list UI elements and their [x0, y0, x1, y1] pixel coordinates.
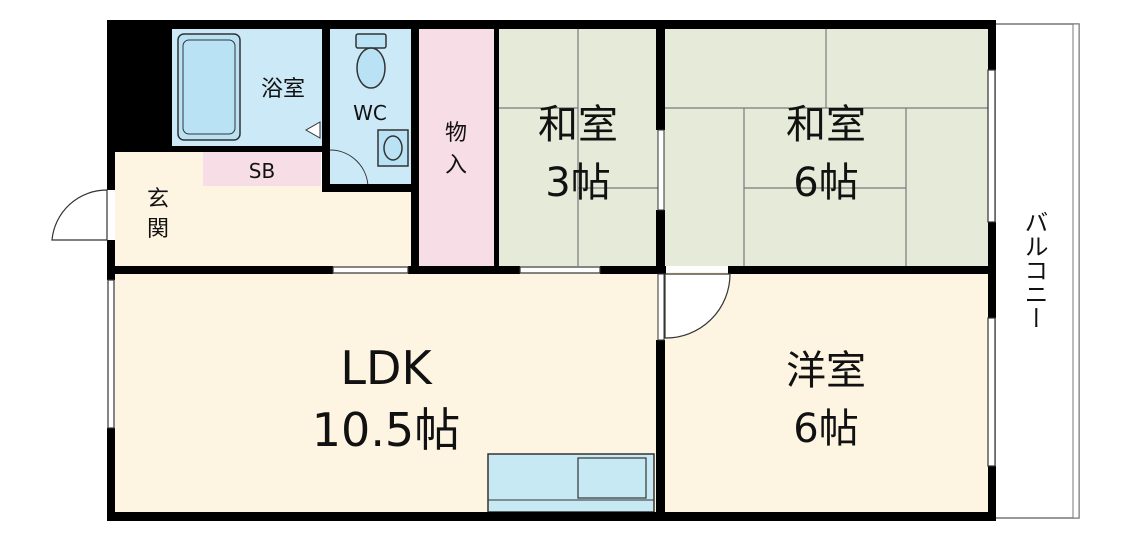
bath-label: 浴室	[261, 77, 305, 102]
hall-area	[203, 186, 415, 266]
toilet-icon	[355, 33, 387, 89]
genkan-label-2: 関	[147, 217, 169, 242]
wash-basin-icon	[377, 129, 409, 167]
windows	[107, 69, 996, 467]
genkan-label-1: 玄	[147, 187, 169, 212]
storage-label-2: 入	[445, 153, 467, 178]
youshitsu-label-1: 洋室	[786, 348, 866, 394]
washitsu-3-label-1: 和室	[538, 102, 618, 148]
washitsu-6-label-2: 6帖	[793, 160, 858, 206]
washitsu-6-area	[664, 28, 990, 266]
storage-label-1: 物	[445, 121, 467, 146]
genkan-area	[115, 150, 203, 266]
entrance-door-swing	[51, 189, 108, 241]
ldk-label-1: LDK	[340, 341, 433, 395]
wc-label: WC	[353, 101, 387, 125]
shoe-box-area	[203, 152, 321, 186]
kitchen-sink	[577, 457, 647, 499]
tatami-lines	[498, 28, 990, 266]
youshitsu-door-swing	[664, 273, 731, 339]
bathtub	[177, 33, 241, 141]
washitsu-3-label-2: 3帖	[545, 160, 610, 206]
youshitsu-label-2: 6帖	[793, 406, 858, 452]
washitsu-6-label-1: 和室	[786, 102, 866, 148]
balcony-label: バルコニー	[1020, 210, 1048, 330]
storage-area	[418, 28, 496, 266]
walls	[107, 20, 996, 521]
door-marker	[304, 121, 321, 139]
sb-label: SB	[249, 159, 275, 183]
wc-door-swing	[329, 149, 369, 189]
ldk-label-2: 10.5帖	[312, 403, 460, 457]
